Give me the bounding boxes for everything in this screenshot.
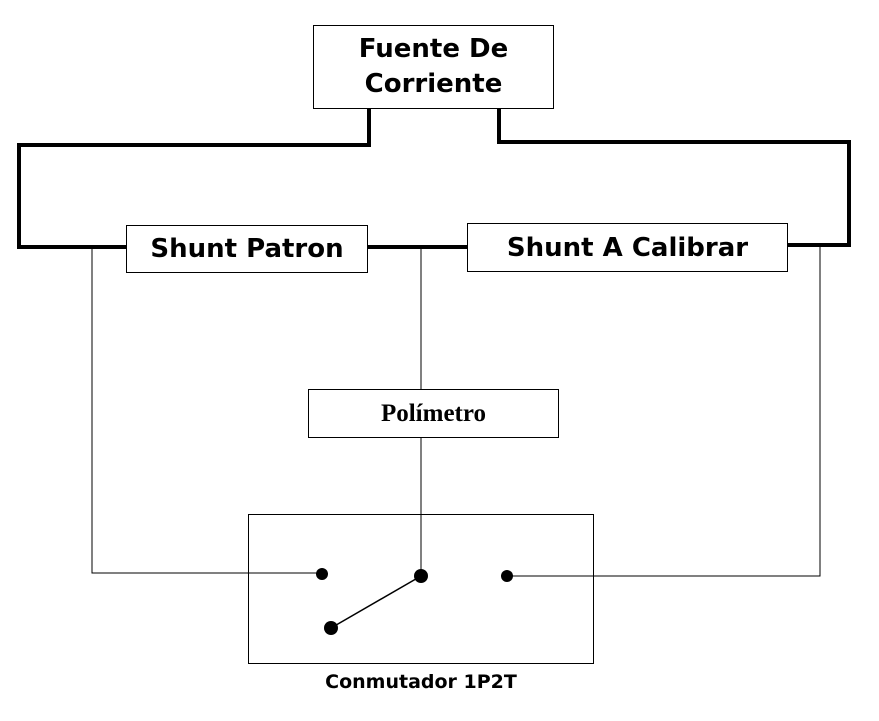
polimetro-box: Polímetro (308, 389, 559, 438)
switch-contact-left (316, 568, 328, 580)
switch-contact-common (414, 569, 428, 583)
main-wire-right (497, 109, 851, 247)
shunt-patron-box: Shunt Patron (126, 225, 368, 273)
current-source-label-line2: Corriente (364, 69, 503, 99)
switch-box (248, 514, 594, 664)
shunt-calibrar-box: Shunt A Calibrar (467, 223, 788, 272)
current-source-label-line1: Fuente De (358, 34, 509, 64)
switch-lever (330, 575, 422, 629)
polimetro-label: Polímetro (380, 399, 487, 427)
main-wire-left (17, 109, 371, 249)
sense-wire-left (91, 248, 322, 574)
shunt-patron-label: Shunt Patron (150, 234, 344, 264)
switch-pivot (324, 621, 338, 635)
sense-wire-right (507, 246, 821, 577)
shunt-calibrar-label: Shunt A Calibrar (506, 232, 749, 263)
current-source-box: Fuente De Corriente (313, 25, 554, 109)
switch-contact-right (501, 570, 513, 582)
switch-label: Conmutador 1P2T (325, 671, 517, 693)
